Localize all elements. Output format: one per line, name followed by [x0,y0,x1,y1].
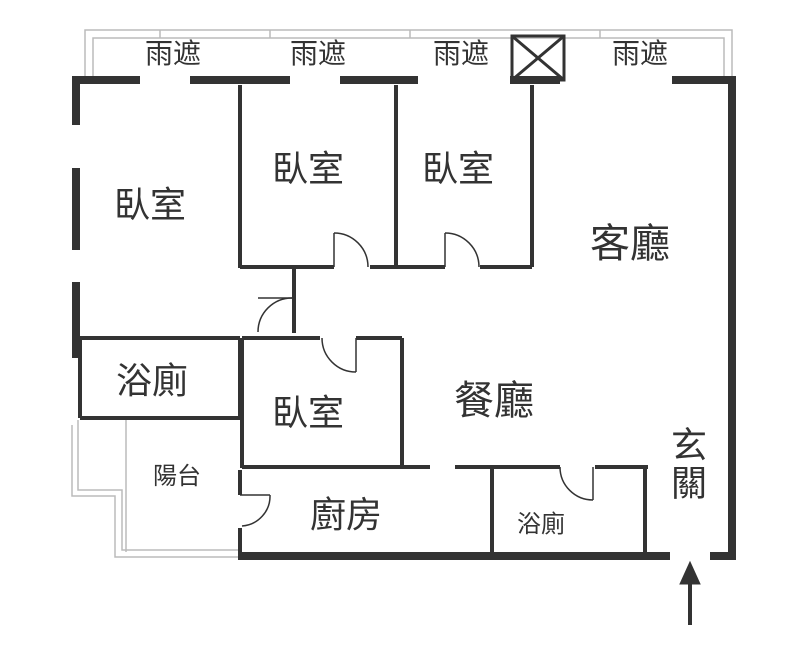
room-entrance: 玄關 [665,426,706,502]
rain-shelter-label: 雨遮 [145,37,202,70]
rain-shelter-label: 雨遮 [433,37,490,70]
room-bedroom-west: 臥室 [114,185,187,226]
room-bedroom-north-b: 臥室 [422,149,495,190]
rain-shelter-outline [71,29,733,558]
rain-shelter-label: 雨遮 [290,37,347,70]
room-balcony: 陽台 [153,462,201,490]
door-swing-icon [240,232,594,527]
entry-arrow-icon [679,560,701,625]
room-bedroom-north-a: 臥室 [272,149,345,190]
room-bathroom-west: 浴廁 [116,361,189,402]
room-kitchen: 廚房 [310,495,383,536]
room-bathroom-south: 浴廁 [517,510,565,538]
room-dining: 餐廳 [454,378,534,424]
vent-shaft-icon [510,34,566,82]
interior-walls [78,85,648,556]
room-living: 客廳 [590,221,670,267]
room-bedroom-center: 臥室 [272,393,345,434]
rain-shelter-label: 雨遮 [612,37,669,70]
